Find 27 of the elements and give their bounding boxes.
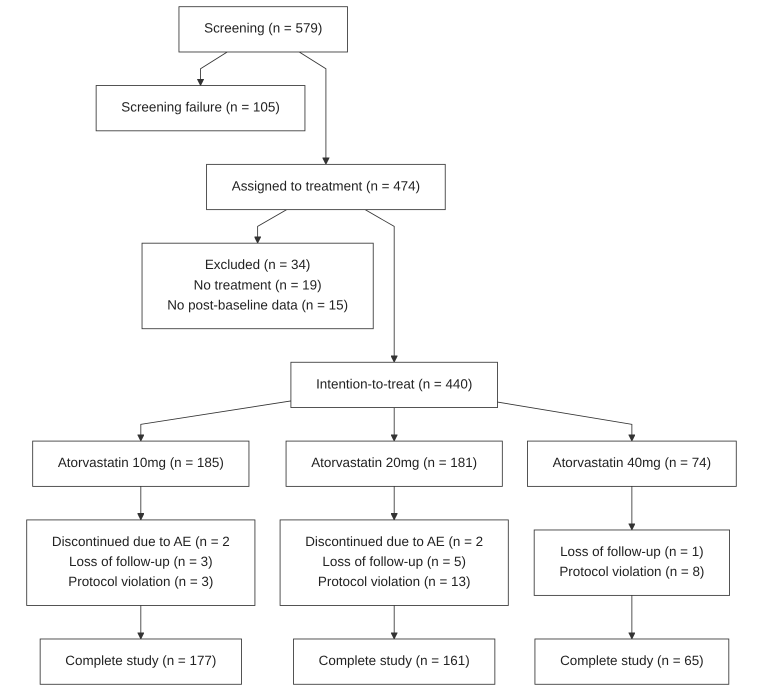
node-box: Discontinued due to AE (n = 2 Loss of follow-up (n = 5) Protocol violation (n = 13) xyxy=(279,520,508,606)
node-box: Loss of follow-up (n = 1) Protocol violation (n = 8) xyxy=(533,530,730,596)
arrow xyxy=(196,52,228,86)
arrow xyxy=(136,605,144,640)
node-box: Screening failure (n = 105) xyxy=(95,85,305,132)
node-box: Intention-to-treat (n = 440) xyxy=(290,362,498,408)
arrow xyxy=(628,486,636,530)
arrow xyxy=(298,52,330,165)
arrow xyxy=(390,407,398,442)
node-box: Complete study (n = 65) xyxy=(534,638,729,685)
arrow xyxy=(390,605,398,640)
arrow xyxy=(253,209,287,244)
arrow xyxy=(628,594,636,640)
node-box: Screening (n = 579) xyxy=(178,6,348,52)
arrow xyxy=(496,402,636,442)
arrow xyxy=(390,486,398,520)
arrow xyxy=(136,400,291,442)
node-box: Discontinued due to AE (n = 2 Loss of follow-up (n = 3) Protocol violation (n = 3) xyxy=(26,520,255,606)
node-box: Excluded (n = 34) No treatment (n = 19) No post-baseline data (n = 15) xyxy=(141,242,374,330)
node-box: Complete study (n = 161) xyxy=(292,638,495,685)
node-box: Atorvastatin 40mg (n = 74) xyxy=(526,440,736,487)
node-box: Assigned to treatment (n = 474) xyxy=(206,164,446,210)
arrow xyxy=(364,209,398,363)
arrow xyxy=(136,486,144,520)
node-box: Atorvastatin 10mg (n = 185) xyxy=(32,440,249,487)
node-box: Complete study (n = 177) xyxy=(39,638,242,685)
node-box: Atorvastatin 20mg (n = 181) xyxy=(285,440,502,487)
